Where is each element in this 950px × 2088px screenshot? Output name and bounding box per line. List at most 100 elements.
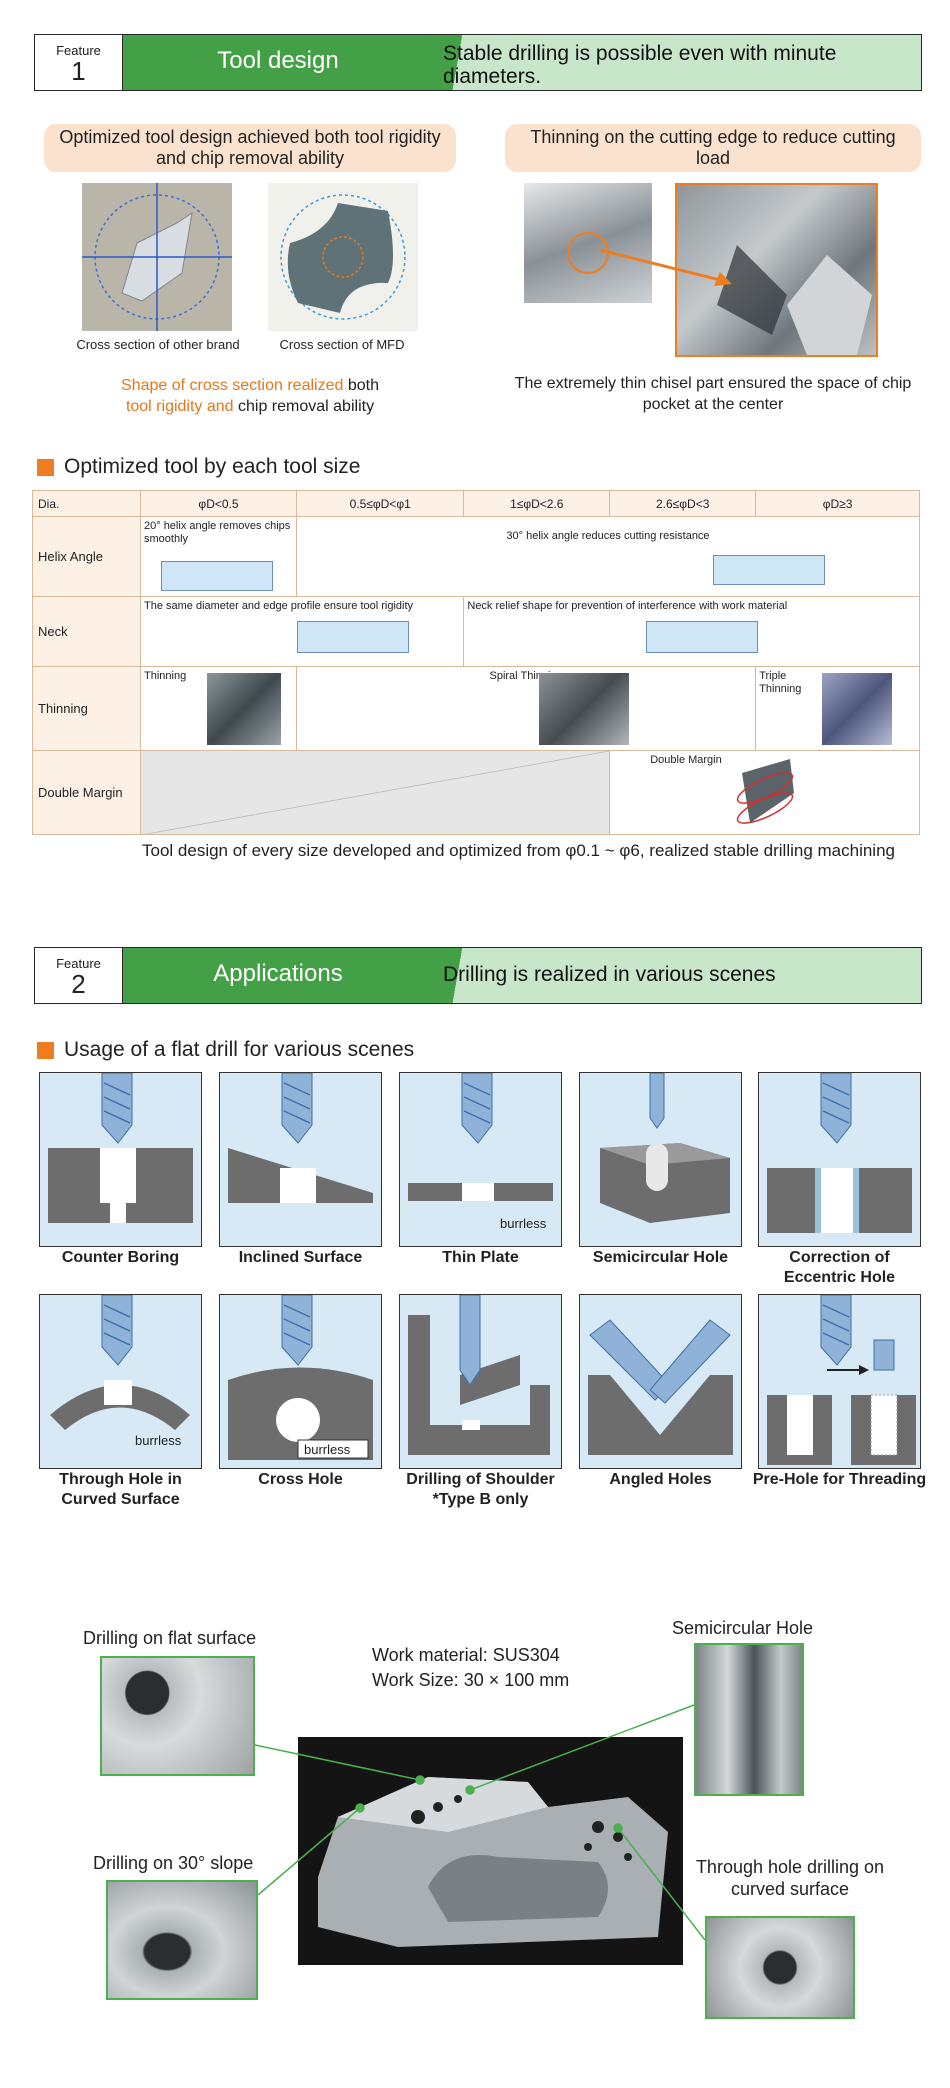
mfd-cross-section-image (268, 183, 418, 331)
application-label: Correction of Eccentric Hole (783, 1249, 896, 1286)
row-header-thinning: Thinning (32, 666, 141, 751)
flat-surface-label: Drilling on flat surface (83, 1628, 257, 1648)
table-header-cell: 1≤φD<2.6 (463, 490, 611, 517)
double-margin-label: Double Margin (650, 754, 722, 766)
neck-relief-drill-diagram (646, 621, 759, 653)
application-diagram (767, 1073, 912, 1233)
feature-2-header: Feature 2 Applications Drilling is reali… (34, 947, 922, 1004)
tool-design-pill: Optimized tool design achieved both tool… (44, 124, 456, 172)
application-card (399, 1294, 562, 1469)
application-card (39, 1072, 202, 1247)
work-size-text: Work Size: 30 × 100 mm (372, 1670, 570, 1690)
helix-30-drill-diagram (713, 555, 825, 585)
feature-description: Drilling is realized in various scenes (443, 963, 776, 986)
helix-20-drill-diagram (161, 561, 273, 591)
other-brand-cross-section-image (82, 183, 232, 331)
feature-1-header: Feature 1 Tool design Stable drilling is… (34, 34, 922, 91)
application-card: burrless (399, 1072, 562, 1247)
table-header-cell: Dia. (32, 490, 141, 517)
neck-same-note: The same diameter and edge profile ensur… (144, 600, 414, 612)
application-label: Counter Boring (61, 1249, 180, 1266)
row-header-double-margin: Double Margin (32, 750, 141, 835)
thinning-cell: Thinning (140, 666, 297, 751)
application-card (579, 1072, 742, 1247)
neck-same-cell: The same diameter and edge profile ensur… (139, 596, 465, 667)
application-diagram: burrless (50, 1295, 190, 1448)
spiral-thinning-image (539, 673, 629, 745)
work-material-text: Work material: SUS304 (372, 1645, 560, 1665)
zoom-arrow (600, 248, 732, 286)
chisel-explanation: The extremely thin chisel part ensured t… (514, 375, 912, 413)
drill-tip-image (524, 183, 652, 303)
section-usage-heading: Usage of a flat drill for various scenes (37, 1038, 414, 1062)
feature-title: Tool design (217, 47, 339, 74)
spiral-thinning-cell: Spiral Thinning (295, 666, 757, 751)
workpiece-photo (298, 1737, 683, 1965)
helix-30-note: 30° helix angle reduces cutting resistan… (506, 530, 710, 542)
table-row: Thinning Thinning Spiral Thinning Triple… (32, 666, 920, 751)
slope-photo (106, 1880, 258, 2000)
orange-square-icon (37, 458, 54, 476)
application-label: Inclined Surface (238, 1249, 363, 1266)
table-row: Double Margin Double Margin (32, 750, 920, 835)
triple-thinning-image (822, 673, 893, 745)
shape-text-2: chip removal ability (233, 398, 375, 415)
row-header-helix: Helix Angle (32, 516, 141, 597)
section-tool-size-title: Optimized tool by each tool size (64, 455, 361, 478)
application-label: Through Hole in Curved Surface (59, 1471, 182, 1508)
triple-thinning-label: Triple Thinning (759, 670, 802, 695)
cross-section-explanation: Shape of cross section realized both too… (60, 375, 440, 417)
application-diagram (767, 1295, 916, 1465)
curved-surface-label: Through hole drilling on curved surface (695, 1857, 885, 1899)
row-header-neck: Neck (32, 596, 141, 667)
application-label: Cross Hole (258, 1471, 343, 1488)
application-card (758, 1294, 921, 1469)
table-header-cell: 2.6≤φD<3 (609, 490, 757, 517)
feature-label: Feature (56, 956, 101, 971)
neck-relief-note: Neck relief shape for prevention of inte… (467, 600, 788, 612)
application-label: Drilling of Shoulder *Type B only (406, 1471, 555, 1508)
feature-number-box: Feature 1 (35, 35, 123, 90)
application-diagram: burrless (228, 1295, 373, 1460)
application-label: Thin Plate (442, 1249, 519, 1266)
feature-label: Feature (56, 43, 101, 58)
thinning-label: Thinning (144, 670, 187, 682)
helix-30-cell: 30° helix angle reduces cutting resistan… (296, 516, 920, 597)
feature-title: Applications (213, 960, 343, 987)
tool-size-table: Dia. φD<0.5 0.5≤φD<φ1 1≤φD<2.6 2.6≤φD<3 … (32, 490, 920, 835)
shape-text-orange-2: tool rigidity and (125, 398, 234, 415)
application-diagram (228, 1073, 373, 1203)
neck-same-drill-diagram (297, 621, 409, 653)
svg-text:burrless: burrless (304, 1442, 351, 1457)
table-header-cell: 0.5≤φD<φ1 (295, 490, 465, 517)
shape-text-orange-1: Shape of cross section realized (121, 377, 344, 394)
application-label: Semicircular Hole (592, 1249, 729, 1266)
application-diagram (48, 1073, 193, 1223)
cross-section-mfd-caption: Cross section of MFD (279, 337, 405, 352)
feature-number: 1 (71, 56, 86, 86)
application-card: burrless (39, 1294, 202, 1469)
table-row: Helix Angle 20° helix angle removes chip… (32, 516, 920, 597)
double-margin-cell: Double Margin (609, 750, 920, 835)
svg-text:burrless: burrless (135, 1433, 182, 1448)
helix-20-cell: 20° helix angle removes chips smoothly (140, 516, 297, 597)
application-label: Pre-Hole for Threading (752, 1471, 927, 1488)
table-header-cell: φD<0.5 (140, 490, 297, 517)
chisel-zoom-image (675, 183, 878, 357)
table-row: Neck The same diameter and edge profile … (32, 596, 920, 667)
cross-section-other-caption: Cross section of other brand (76, 337, 240, 352)
application-card: burrless (219, 1294, 382, 1469)
feature-number-box: Feature 2 (35, 948, 123, 1003)
application-card (219, 1072, 382, 1247)
section-usage-title: Usage of a flat drill for various scenes (64, 1038, 415, 1061)
feature-number: 2 (71, 969, 86, 999)
application-diagram: burrless (408, 1073, 553, 1231)
application-diagram (588, 1319, 733, 1455)
feature-banner: Tool design Stable drilling is possible … (123, 35, 921, 90)
neck-relief-cell: Neck relief shape for prevention of inte… (463, 596, 920, 667)
thinning-image (207, 673, 281, 745)
helix-20-note: 20° helix angle removes chips smoothly (144, 520, 291, 545)
application-diagram (600, 1073, 730, 1223)
double-margin-na-cell (139, 750, 611, 835)
shape-text-1: both (343, 377, 379, 394)
